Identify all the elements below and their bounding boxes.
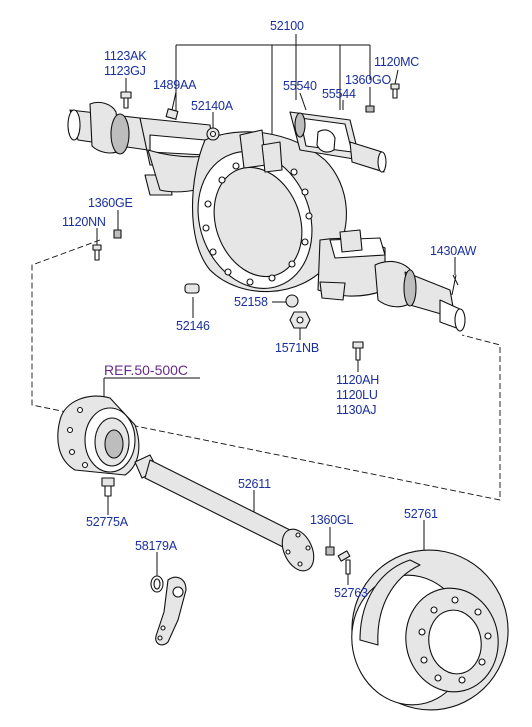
label-52775a[interactable]: 52775A: [86, 515, 129, 529]
leader-lines: [96, 34, 456, 585]
label-52611[interactable]: 52611: [238, 477, 271, 491]
label-1120mc[interactable]: 1120MC: [374, 55, 419, 69]
banjo-bolt-holes: [202, 154, 313, 286]
label-55540[interactable]: 55540: [283, 79, 317, 93]
part-labels: 52100 1123AK 1123GJ 1489AA 52140A 55540 …: [62, 19, 477, 600]
label-1430aw[interactable]: 1430AW: [430, 244, 477, 258]
label-1120ah[interactable]: 1120AH: [336, 373, 379, 387]
slack-adjuster: [155, 576, 187, 646]
label-52140a[interactable]: 52140A: [191, 99, 234, 113]
axle-shaft: [134, 454, 315, 572]
label-1360ge[interactable]: 1360GE: [88, 196, 133, 210]
label-1360go[interactable]: 1360GO: [345, 73, 392, 87]
brake-drum: [351, 549, 509, 711]
label-1120lu[interactable]: 1120LU: [336, 388, 378, 402]
label-52761[interactable]: 52761: [404, 507, 438, 521]
drum-bolt-holes: [418, 596, 492, 684]
label-1123gj[interactable]: 1123GJ: [104, 64, 146, 78]
label-52146[interactable]: 52146: [176, 319, 210, 333]
label-52158[interactable]: 52158: [234, 295, 268, 309]
label-1123ak[interactable]: 1123AK: [104, 49, 147, 63]
hardware-bolts: [92, 83, 459, 593]
label-ref-50-500c[interactable]: REF.50-500C: [104, 362, 188, 378]
label-1130aj[interactable]: 1130AJ: [336, 403, 376, 417]
label-52100[interactable]: 52100: [270, 19, 304, 33]
label-1360gl[interactable]: 1360GL: [310, 513, 354, 527]
axle-housing: [67, 101, 466, 332]
label-55544[interactable]: 55544: [322, 87, 356, 101]
label-52763[interactable]: 52763: [334, 586, 368, 600]
spring-seat-part: [289, 111, 387, 173]
label-1120nn[interactable]: 1120NN: [62, 215, 106, 229]
label-1489aa[interactable]: 1489AA: [153, 78, 197, 92]
label-58179a[interactable]: 58179A: [135, 539, 178, 553]
differential-carrier: [57, 395, 140, 476]
label-1571nb[interactable]: 1571NB: [275, 341, 319, 355]
assembly-boundary: [31, 239, 501, 501]
